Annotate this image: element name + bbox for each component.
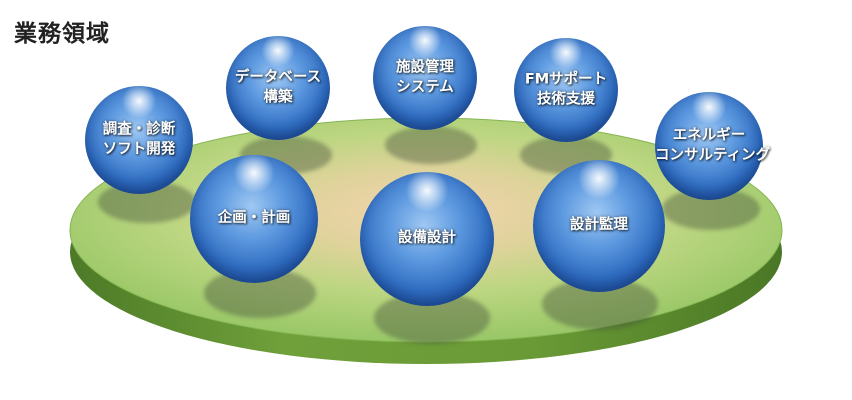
sphere-shadow [385, 126, 477, 164]
sphere-label: 設備設計 [360, 229, 494, 249]
sphere-label: FMサポート 技術支援 [514, 70, 618, 109]
sphere-label-line: データベース [234, 69, 322, 86]
sphere-equipment-design: 設備設計 [360, 172, 494, 306]
sphere-label-line: コンサルティング [655, 147, 771, 163]
sphere-label-line: 設計監理 [570, 217, 628, 234]
sphere-label-line: 調査・診断 [102, 121, 176, 138]
sphere-facility-management: 施設管理 システム [373, 26, 477, 130]
sphere-label-line: 企画・計画 [217, 210, 291, 227]
sphere-database: データベース 構築 [226, 36, 330, 140]
sphere-label-line: エネルギー [672, 127, 746, 144]
sphere-energy-consulting: エネルギー コンサルティング [655, 92, 771, 200]
sphere-label-line: 設備設計 [398, 230, 456, 247]
sphere-label: 設計監理 [533, 216, 665, 236]
sphere-label-line: FMサポート [524, 71, 608, 88]
sphere-label-line: 構築 [263, 89, 293, 105]
sphere-label: データベース 構築 [226, 68, 330, 107]
sphere-label: エネルギー コンサルティング [655, 126, 771, 165]
page-title: 業務領域 [14, 21, 110, 47]
sphere-label-line: システム [396, 79, 454, 95]
sphere-label: 施設管理 システム [373, 58, 477, 97]
sphere-design-supervision: 設計監理 [533, 160, 665, 292]
sphere-label: 調査・診断 ソフト開発 [85, 120, 193, 159]
sphere-label-line: ソフト開発 [102, 141, 176, 157]
sphere-label-line: 施設管理 [396, 59, 454, 76]
sphere-planning: 企画・計画 [190, 155, 318, 283]
sphere-fm-support: FMサポート 技術支援 [514, 38, 618, 142]
sphere-label: 企画・計画 [190, 209, 318, 229]
sphere-survey-diagnosis: 調査・診断 ソフト開発 [85, 86, 193, 194]
sphere-label-line: 技術支援 [537, 91, 595, 107]
